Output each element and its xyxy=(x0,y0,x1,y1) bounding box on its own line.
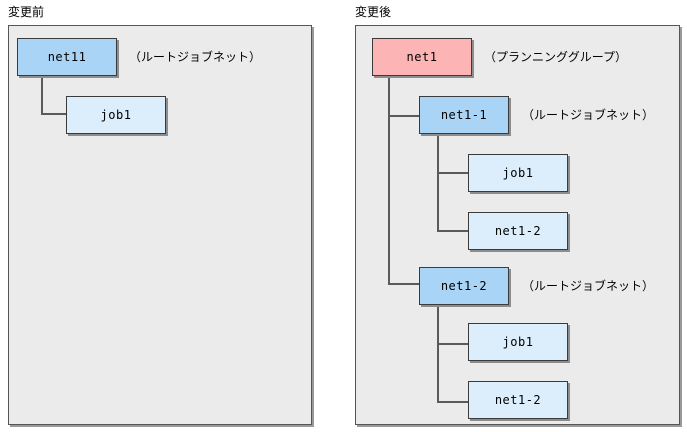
after-panel: net1 （プランニンググループ） net1-1 （ルートジョブネット） job… xyxy=(355,25,680,425)
after-panel-heading: 変更後 xyxy=(355,5,392,19)
annotation-net1-2: （ルートジョブネット） xyxy=(522,279,655,293)
node-before-job1-label: job1 xyxy=(100,108,132,122)
connector-net1-2-spine xyxy=(437,305,439,403)
before-panel-heading: 変更前 xyxy=(8,5,45,19)
node-net1-2-label: net1-2 xyxy=(440,279,488,293)
node-net1-2-child-job1-label: job1 xyxy=(502,335,534,349)
node-net1-1-child-job1[interactable]: job1 xyxy=(468,154,568,192)
connector-net11-to-job1-vertical xyxy=(41,75,43,114)
node-net1-1-child-net1-2[interactable]: net1-2 xyxy=(468,212,568,250)
node-net1-1-child-net1-2-label: net1-2 xyxy=(494,224,542,238)
node-net1-1-child-job1-label: job1 xyxy=(502,166,534,180)
connector-net1-1-to-job1 xyxy=(437,172,469,174)
node-net1-2[interactable]: net1-2 xyxy=(419,267,509,305)
connector-net11-to-job1-horizontal xyxy=(41,113,68,115)
node-net11-label: net11 xyxy=(47,50,87,64)
node-net1-1-label: net1-1 xyxy=(440,108,488,122)
node-net1-1[interactable]: net1-1 xyxy=(419,96,509,134)
connector-net1-2-to-net1-2 xyxy=(437,401,469,403)
connector-net1-1-to-net1-2 xyxy=(437,230,469,232)
node-before-job1[interactable]: job1 xyxy=(66,96,166,134)
connector-net1-to-net1-1 xyxy=(388,115,420,117)
node-net1-2-child-job1[interactable]: job1 xyxy=(468,323,568,361)
node-net1[interactable]: net1 xyxy=(372,38,472,76)
annotation-net11: （ルートジョブネット） xyxy=(129,50,262,64)
connector-net1-1-spine xyxy=(437,134,439,232)
node-net1-label: net1 xyxy=(406,50,438,64)
before-panel: net11 （ルートジョブネット） job1 xyxy=(8,25,312,425)
connector-net1-2-to-job1 xyxy=(437,343,469,345)
node-net11[interactable]: net11 xyxy=(17,38,117,76)
node-net1-2-child-net1-2[interactable]: net1-2 xyxy=(468,381,568,419)
node-net1-2-child-net1-2-label: net1-2 xyxy=(494,393,542,407)
annotation-net1-1: （ルートジョブネット） xyxy=(522,108,655,122)
connector-net1-spine xyxy=(388,75,390,284)
annotation-net1: （プランニンググループ） xyxy=(484,50,628,64)
connector-net1-to-net1-2 xyxy=(388,283,420,285)
